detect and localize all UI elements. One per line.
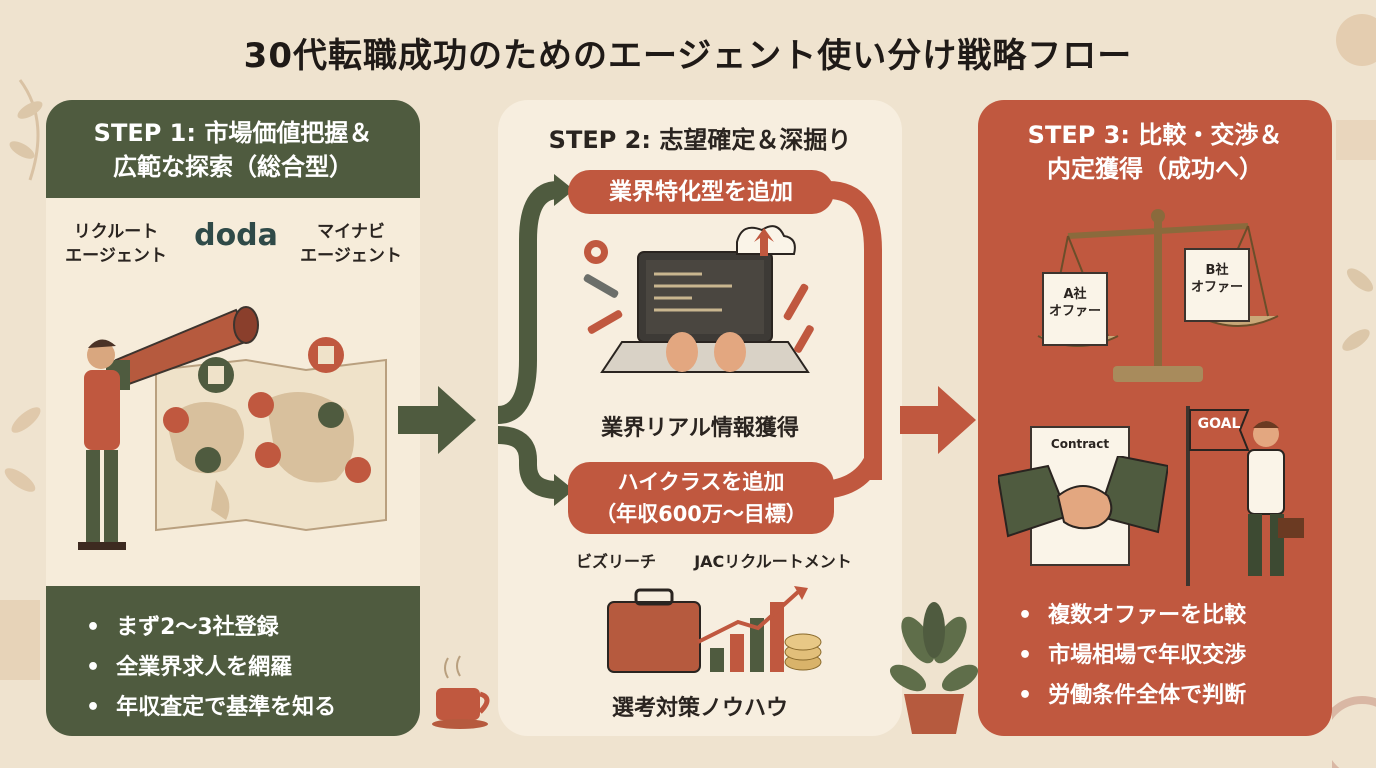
- label-industry-info: 業界リアル情報獲得: [601, 416, 799, 441]
- page-title: 30代転職成功のためのエージェント使い分け戦略フロー: [243, 36, 1133, 76]
- step3-panel: STEP 3: 比較・交渉＆ 内定獲得（成功へ） A社 オファー B社 オファー…: [978, 100, 1332, 736]
- step1-panel: STEP 1: 市場価値把握＆ 広範な探索（総合型） リクルート エージェント …: [46, 100, 420, 736]
- telescope-map-illustration: [78, 306, 387, 550]
- pill-high-class: ハイクラスを追加 （年収600万〜目標）: [568, 462, 834, 534]
- agent-mynavi-line1: マイナビ: [317, 222, 385, 242]
- geometric-decoration-right: [1332, 14, 1376, 768]
- step1-heading: STEP 1: 市場価値把握＆ 広範な探索（総合型）: [46, 100, 420, 198]
- goal-label: GOAL: [1197, 416, 1241, 432]
- offer-card-b: B社 オファー: [1184, 248, 1250, 322]
- telescope-icon: [106, 306, 259, 390]
- step3-heading-line2: 内定獲得（成功へ）: [1047, 155, 1263, 183]
- step1-heading-line2: 広範な探索（総合型）: [113, 153, 353, 181]
- map-pin-icons: [163, 337, 371, 483]
- brush-icon: [783, 283, 809, 321]
- offer-b-line2: オファー: [1190, 280, 1243, 295]
- step2-panel: STEP 2: 志望確定＆深掘り 業界特化型を追加 業界リアル情報獲得 ハイクラ…: [498, 100, 902, 736]
- goal-flag-icon: [1189, 409, 1250, 451]
- potted-plant-icon: [889, 602, 978, 734]
- wrench-icon: [583, 274, 619, 298]
- agent-recruit-line1: リクルート: [73, 222, 159, 242]
- offer-a-line2: オファー: [1048, 304, 1101, 319]
- step1-bullet-1: まず2〜3社登録: [86, 608, 420, 648]
- offer-card-a: A社 オファー: [1042, 272, 1108, 346]
- step1-bullet-2: 全業界求人を網羅: [86, 648, 420, 688]
- step3-bullet-2: 市場相場で年収交渉: [1018, 636, 1246, 676]
- person-icon: [78, 339, 126, 550]
- agent-recruit-line2: エージェント: [65, 246, 167, 266]
- offer-b-line1: B社: [1205, 263, 1229, 278]
- flow-arrow-step1-to-step2: [398, 386, 476, 454]
- coffee-cup-icon: [432, 655, 490, 729]
- agent-mynavi-line2: エージェント: [300, 246, 402, 266]
- step3-bullets: 複数オファーを比較 市場相場で年収交渉 労働条件全体で判断: [1018, 596, 1246, 716]
- agent-bizreach: ビズリーチ: [575, 552, 656, 571]
- agent-jac: JACリクルートメント: [694, 552, 852, 571]
- briefcase-growth-illustration: [607, 586, 822, 673]
- doda-logo: doda: [194, 218, 278, 253]
- label-selection-knowhow: 選考対策ノウハウ: [611, 696, 788, 721]
- leaf-decoration-left: [0, 79, 43, 680]
- step2-heading: STEP 2: 志望確定＆深掘り: [548, 126, 852, 154]
- step3-heading: STEP 3: 比較・交渉＆ 内定獲得（成功へ）: [978, 118, 1332, 186]
- step3-bullet-3: 労働条件全体で判断: [1018, 676, 1246, 716]
- pill-industry-specialist: 業界特化型を追加: [568, 170, 834, 214]
- offer-a-line1: A社: [1063, 287, 1087, 302]
- handshake-icon: [998, 456, 1168, 538]
- pencil-icon: [794, 325, 814, 353]
- contract-title: Contract: [1050, 437, 1110, 451]
- flow-arrow-step2-to-step3: [900, 386, 976, 454]
- branch-arrows: [498, 174, 882, 506]
- agent-recruit: リクルート エージェント: [56, 220, 176, 268]
- bag-icon: [1278, 518, 1304, 538]
- bar-chart-icon: [710, 648, 724, 672]
- pill-high-class-line1: ハイクラスを追加: [617, 470, 785, 494]
- step1-bullets: まず2〜3社登録 全業界求人を網羅 年収査定で基準を知る: [46, 586, 420, 736]
- goal-flag-person: [1186, 406, 1304, 586]
- step1-heading-line1: STEP 1: 市場価値把握＆: [93, 119, 373, 147]
- laptop-tools-illustration: [583, 225, 814, 373]
- step3-heading-line1: STEP 3: 比較・交渉＆: [1027, 121, 1283, 149]
- agent-mynavi: マイナビ エージェント: [286, 220, 416, 268]
- step1-bullet-3: 年収査定で基準を知る: [86, 688, 420, 728]
- pill-high-class-line2: （年収600万〜目標）: [595, 502, 807, 526]
- step3-bullet-1: 複数オファーを比較: [1018, 596, 1246, 636]
- briefcase-icon: [607, 601, 701, 673]
